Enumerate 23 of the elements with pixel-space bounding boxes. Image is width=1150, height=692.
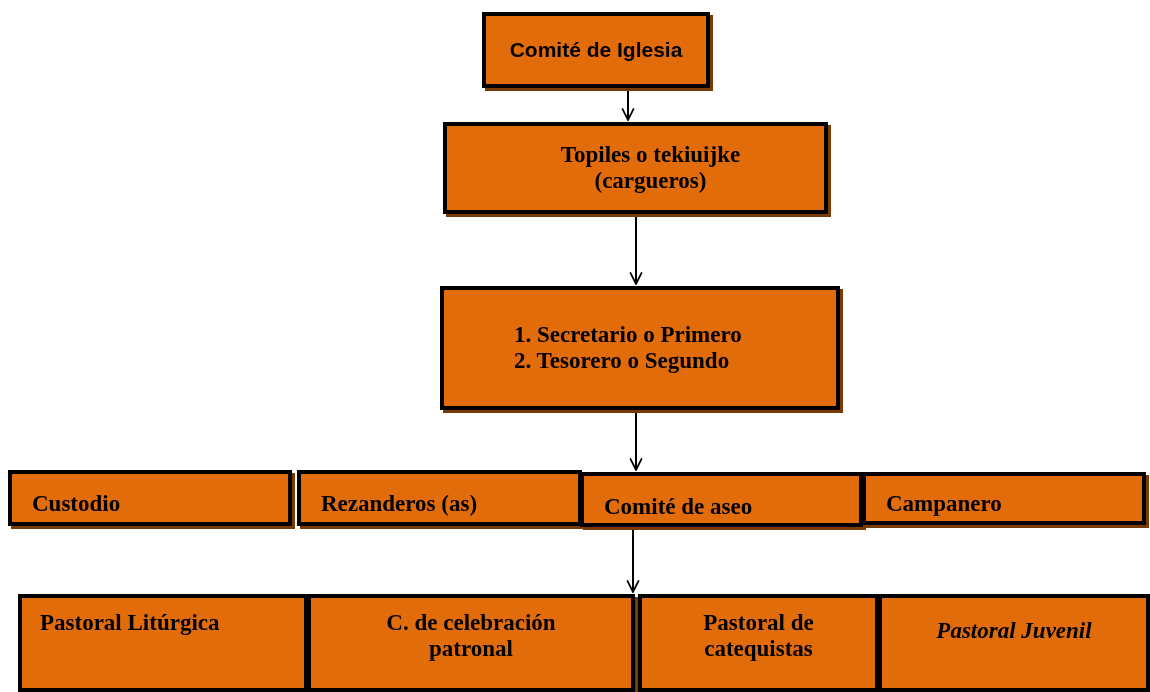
box-label: C. de celebración patronal	[385, 610, 557, 663]
org-box	[297, 470, 582, 526]
box-label: Pastoral de catequistas	[702, 610, 815, 663]
box-label: 2. Tesorero o Segundo	[514, 348, 731, 375]
org-box	[862, 472, 1146, 525]
org-box	[8, 470, 292, 526]
box-label: Rezanderos (as)	[321, 490, 479, 518]
org-box	[307, 594, 635, 692]
org-box	[482, 12, 710, 88]
box-label: Campanero	[886, 491, 1003, 518]
box-label: Comité de aseo	[604, 494, 754, 521]
box-label: Custodio	[32, 490, 122, 518]
org-box	[580, 472, 863, 527]
box-label: Pastoral Litúrgica	[40, 610, 221, 637]
box-label: Topiles o tekiuijke (cargueros)	[559, 141, 742, 195]
org-box	[638, 594, 879, 692]
box-label: Comité de Iglesia	[508, 37, 684, 63]
box-label: Pastoral Juvenil	[935, 618, 1093, 645]
org-box	[443, 122, 828, 214]
org-box	[18, 594, 308, 692]
org-box	[440, 286, 840, 410]
org-box	[878, 594, 1150, 692]
box-label: 1. Secretario o Primero	[514, 321, 743, 348]
